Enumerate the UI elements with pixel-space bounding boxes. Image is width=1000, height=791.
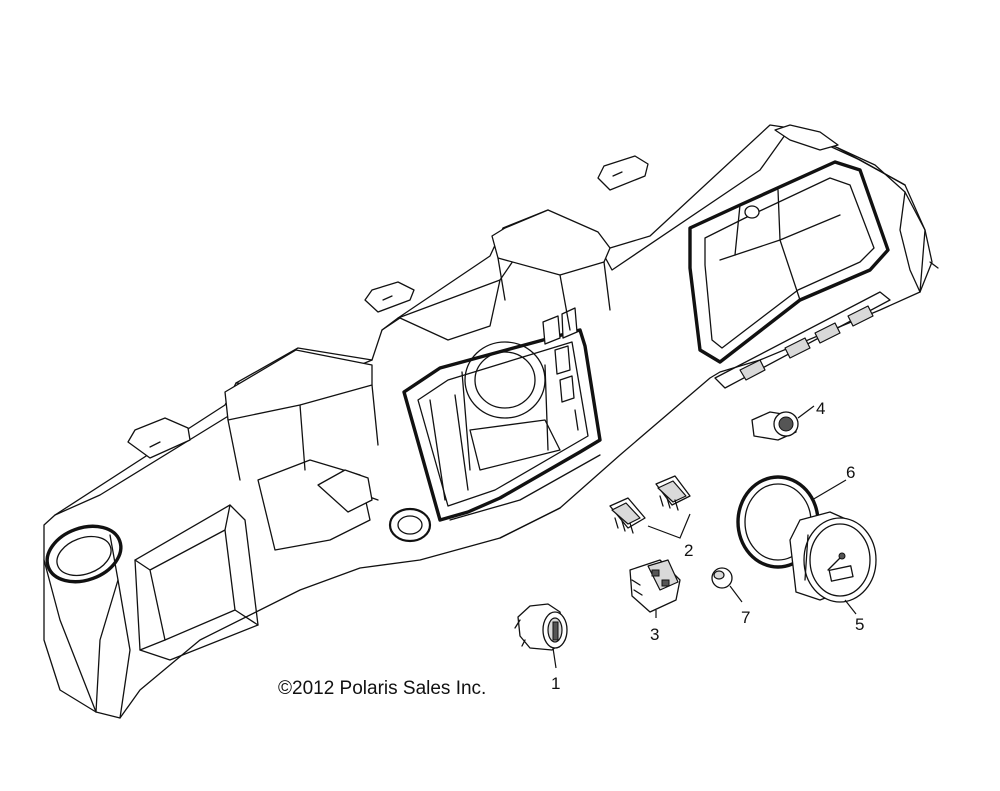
- dashboard-panel: [43, 124, 939, 719]
- part-1-ignition-switch: [514, 603, 568, 669]
- callout-4: 4: [816, 399, 825, 418]
- part-4-power-outlet: [751, 405, 815, 441]
- callout-2: 2: [684, 541, 693, 560]
- part-3-switch-module: [629, 559, 681, 618]
- callout-1: 1: [551, 674, 560, 693]
- callout-3: 3: [650, 625, 659, 644]
- part-5-gauge: [789, 511, 877, 615]
- callout-6: 6: [846, 463, 855, 482]
- callout-5: 5: [855, 615, 864, 634]
- louver-slots: [739, 305, 874, 381]
- part-7-indicator-lamp: [711, 567, 743, 603]
- callout-7: 7: [741, 608, 750, 627]
- copyright-text: ©2012 Polaris Sales Inc.: [278, 678, 486, 699]
- part-2-rocker-switches: [609, 475, 691, 539]
